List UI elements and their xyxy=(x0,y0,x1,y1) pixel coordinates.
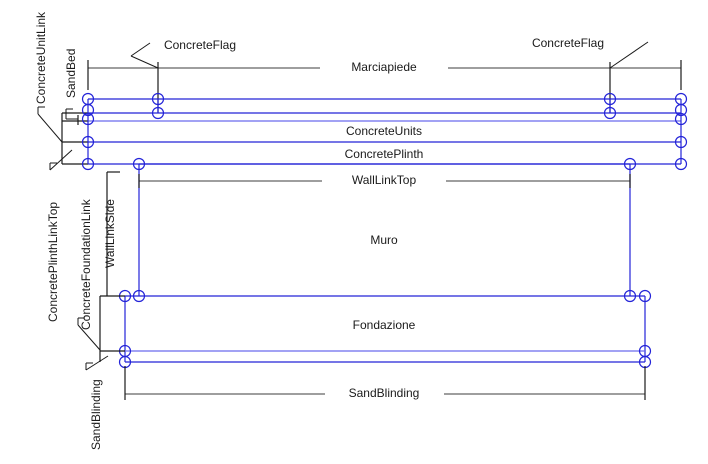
label-muro: Muro xyxy=(370,233,398,247)
circle-node-icon xyxy=(674,135,688,149)
leader-line-icon-flag-left xyxy=(130,42,151,57)
marciapiede-dimension xyxy=(87,60,682,90)
label-concreteplinthlinktop: ConcretePlinthLinkTop xyxy=(46,202,60,322)
circle-node-icon xyxy=(132,289,146,303)
circle-node-icon xyxy=(151,106,165,120)
circle-node-icon xyxy=(674,103,688,117)
label-concretefoundationlink: ConcreteFoundationLink xyxy=(79,198,93,330)
label-sandbed: SandBed xyxy=(64,49,78,98)
leader-line-icon-sandblinding xyxy=(85,355,109,371)
label-fondazione: Fondazione xyxy=(353,318,416,332)
concreteplinthlinktop-leader xyxy=(49,149,73,171)
leader-line-icon-flag-right xyxy=(609,41,649,69)
leader-line-icon-unitlink xyxy=(37,113,63,143)
label-concreteflag-right: ConcreteFlag xyxy=(532,36,604,50)
label-concreteunits: ConcreteUnits xyxy=(346,124,422,138)
circle-node-icon xyxy=(623,289,637,303)
concreteflag-right-leader xyxy=(609,41,649,113)
leader-line-icon-foundationlink xyxy=(77,324,101,351)
label-walllinktop: WallLinkTop xyxy=(352,173,417,187)
leader-line-icon-plinthlinktop xyxy=(49,149,73,171)
label-sandblinding: SandBlinding xyxy=(349,386,420,400)
sandblinding-vertical-leader xyxy=(85,355,109,371)
circle-node-icon xyxy=(81,112,95,126)
label-walllinkside: WallLinkSide xyxy=(103,199,117,268)
sandblinding-dimension xyxy=(124,366,646,400)
label-concreteflag-left: ConcreteFlag xyxy=(164,38,236,52)
geometry-lines xyxy=(87,98,682,363)
label-concreteplinth: ConcretePlinth xyxy=(345,147,424,161)
walllinktop-dimension xyxy=(138,174,631,188)
circle-node-icon xyxy=(151,92,165,106)
sandbed-leader xyxy=(65,108,78,120)
concreteunitlink-leader xyxy=(37,106,63,143)
geometry-nodes xyxy=(81,92,688,369)
walllinkside-extension xyxy=(100,171,125,297)
circle-node-icon xyxy=(623,157,637,171)
circle-node-icon xyxy=(81,103,95,117)
circle-node-icon xyxy=(132,157,146,171)
concretefoundationlink-leader xyxy=(77,296,125,362)
circle-node-icon xyxy=(603,92,617,106)
circle-node-icon xyxy=(638,289,652,303)
label-sandblinding-vertical: SandBlinding xyxy=(89,379,103,450)
circle-node-icon xyxy=(674,112,688,126)
circle-node-icon xyxy=(81,157,95,171)
label-concreteunitlink: ConcreteUnitLink xyxy=(34,11,48,104)
circle-node-icon xyxy=(603,106,617,120)
circle-node-icon xyxy=(81,135,95,149)
circle-node-icon xyxy=(674,157,688,171)
leader-elbow-flag-left xyxy=(130,55,159,69)
label-marciapiede: Marciapiede xyxy=(351,60,417,74)
